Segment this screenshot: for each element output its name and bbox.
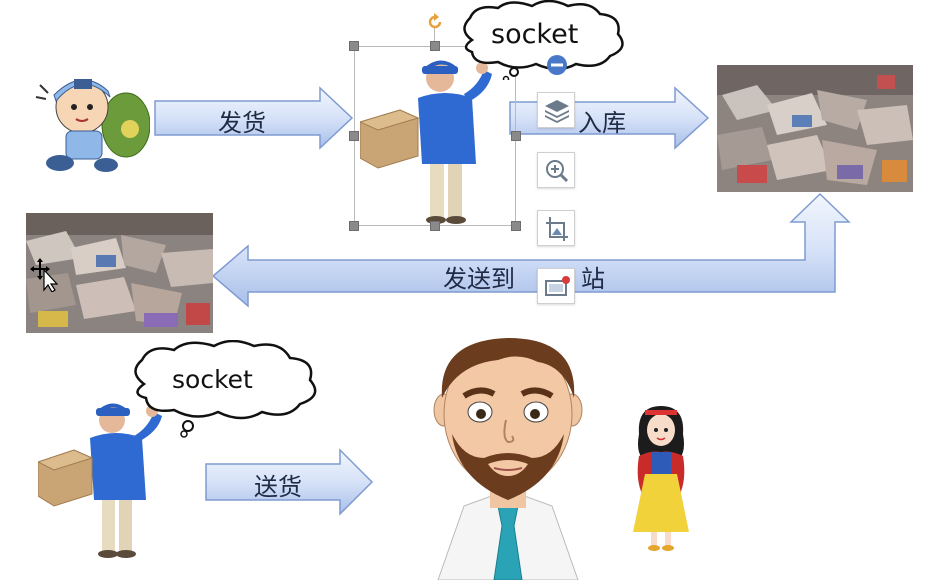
resize-handle-bottom-right[interactable]: [511, 221, 521, 231]
sorting-station-image[interactable]: [26, 213, 213, 333]
ship-arrow: [154, 86, 354, 150]
resize-handle-bottom-center[interactable]: [430, 221, 440, 231]
customer-man-image[interactable]: [428, 330, 588, 580]
resize-handle-bottom-left[interactable]: [349, 221, 359, 231]
zoom-in-icon: [546, 160, 569, 183]
resize-handle-top-center[interactable]: [430, 41, 440, 51]
dispatch-arrow-label-right: 站: [581, 265, 605, 293]
crop-icon: [546, 217, 568, 241]
dispatch-arrow: [211, 192, 851, 308]
delivery-man-image-bottom[interactable]: [38, 398, 183, 558]
socket-cloud-top: [463, 0, 624, 80]
crop-button[interactable]: [537, 210, 575, 246]
ship-arrow-label: 发货: [218, 109, 266, 137]
collapse-minus-icon[interactable]: [546, 54, 568, 76]
socket-cloud-bottom-text: socket: [172, 365, 253, 394]
resize-handle-middle-right[interactable]: [511, 131, 521, 141]
socket-cloud-top-text: socket: [491, 19, 579, 50]
resize-handle-middle-left[interactable]: [349, 131, 359, 141]
move-cursor-icon: [30, 258, 58, 292]
deliver-arrow-label: 送货: [254, 473, 302, 501]
resize-handle-top-left[interactable]: [349, 41, 359, 51]
warehouse-parcels-image[interactable]: [717, 65, 913, 192]
picture-frame-icon: [545, 276, 570, 296]
doll-toy-image[interactable]: [625, 400, 697, 552]
socket-cloud-bottom: [134, 340, 317, 438]
store-arrow-label: 入库: [578, 109, 626, 137]
rotate-handle-icon[interactable]: [425, 12, 445, 32]
layers-button[interactable]: [537, 92, 575, 128]
cartoon-courier-image[interactable]: [30, 65, 150, 175]
deliver-arrow: [205, 448, 374, 516]
zoom-button[interactable]: [537, 152, 575, 188]
rotate-connector: [434, 28, 435, 46]
dispatch-arrow-label-left: 发送到: [443, 265, 515, 293]
layers-icon: [545, 100, 569, 123]
picture-frame-button[interactable]: [537, 268, 575, 304]
